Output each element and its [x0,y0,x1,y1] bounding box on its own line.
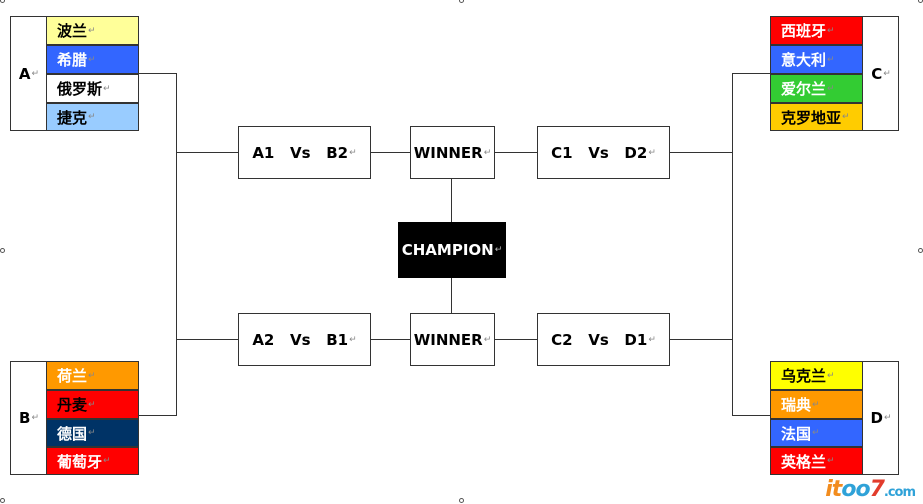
match-qf1: A1 Vs B2↵ [238,126,371,179]
team-denmark: 丹麦↵ [46,390,139,419]
connector-c-vertical [732,73,733,416]
team-france: 法国↵ [770,419,863,447]
team-ukraine: 乌克兰↵ [770,361,863,390]
group-c-box: 西班牙↵ 意大利↵ 爱尔兰↵ 克罗地亚↵ C↵ [770,16,899,131]
group-a-letter: A↵ [18,64,40,83]
connector-sf-final-top [451,178,452,222]
group-b-letter: B↵ [19,409,39,427]
frame-handle-bottom-left[interactable] [0,498,5,503]
team-russia: 俄罗斯↵ [46,74,139,103]
group-d-box: 乌克兰↵ 瑞典↵ 法国↵ 英格兰↵ D↵ [770,361,899,475]
connector-qf4-sf [494,339,538,340]
group-d-letter: D↵ [870,409,892,427]
winner-bottom: WINNER↵ [410,313,495,366]
frame-handle-bottom-center[interactable] [459,498,464,503]
winner-top: WINNER↵ [410,126,495,179]
team-croatia: 克罗地亚↵ [770,103,863,131]
connector-qf3 [669,152,733,153]
connector-qf3-sf [494,152,538,153]
connector-qf1-sf [370,152,411,153]
team-czech: 捷克↵ [46,103,139,131]
connector-a-vertical [176,73,177,416]
team-portugal: 葡萄牙↵ [46,447,139,475]
frame-handle-top-left[interactable] [0,0,5,3]
team-netherlands: 荷兰↵ [46,361,139,390]
site-watermark-logo: itoo7.com [825,477,916,502]
connector-c-top [732,73,770,74]
frame-handle-top-right[interactable] [918,0,923,3]
group-b-box: B↵ 荷兰↵ 丹麦↵ 德国↵ 葡萄牙↵ [10,361,139,475]
match-qf2: A2 Vs B1↵ [238,313,371,366]
connector-qf1 [176,152,238,153]
frame-handle-middle-right[interactable] [918,248,923,253]
group-c-letter: C↵ [871,64,891,83]
match-qf3: C1 Vs D2↵ [537,126,670,179]
team-germany: 德国↵ [46,419,139,447]
connector-qf4 [669,339,733,340]
team-ireland: 爱尔兰↵ [770,74,863,103]
team-spain: 西班牙↵ [770,16,863,45]
connector-qf2-sf [370,339,411,340]
connector-d-bottom [732,415,770,416]
team-italy: 意大利↵ [770,45,863,74]
champion-box: CHAMPION↵ [398,222,506,278]
connector-a-top [138,73,177,74]
match-qf4: C2 Vs D1↵ [537,313,670,366]
connector-sf-final-bottom [451,277,452,314]
team-poland: 波兰↵ [46,16,139,45]
frame-handle-middle-left[interactable] [0,248,5,253]
team-england: 英格兰↵ [770,447,863,475]
team-sweden: 瑞典↵ [770,390,863,419]
connector-qf2 [176,339,238,340]
team-greece: 希腊↵ [46,45,139,74]
group-a-box: A↵ 波兰↵ 希腊↵ 俄罗斯↵ 捷克↵ [10,16,139,131]
connector-b-bottom [138,415,177,416]
frame-handle-top-center[interactable] [459,0,464,3]
